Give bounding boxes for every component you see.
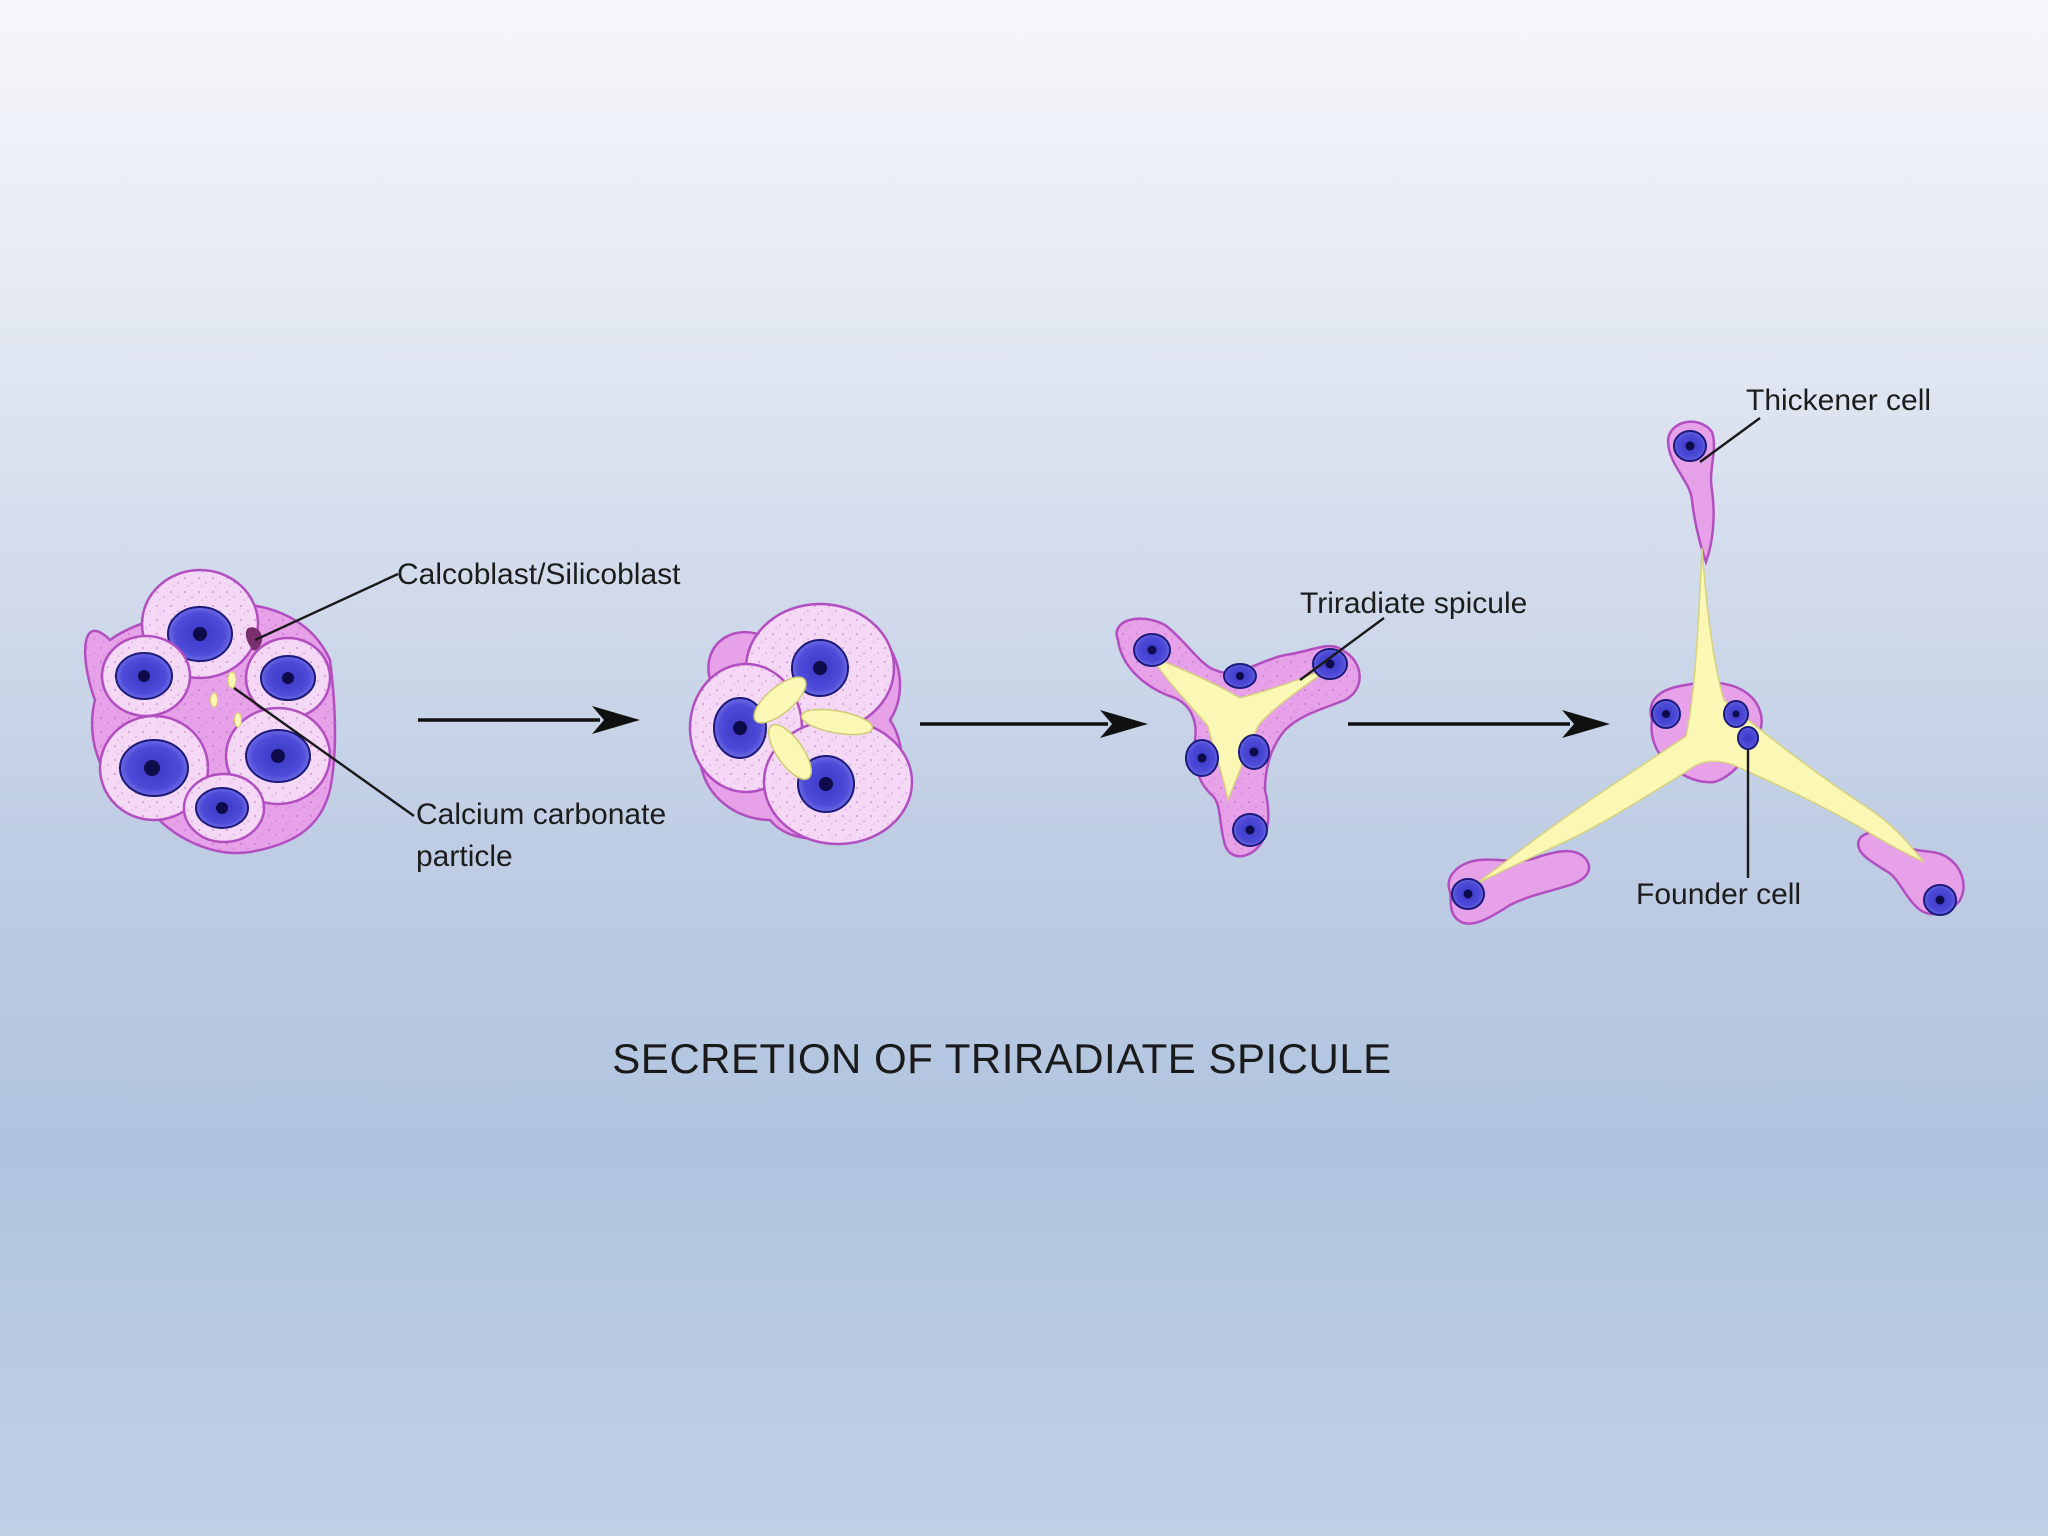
mature-spicule xyxy=(1475,547,1925,885)
label-calcoblast: Calcoblast/Silicoblast xyxy=(397,558,681,591)
arrow-2 xyxy=(920,710,1148,738)
thickener-leader xyxy=(1699,417,1761,463)
arrow-1 xyxy=(418,706,640,734)
calcium-carbonate-particle xyxy=(227,671,237,689)
calcium-leader xyxy=(233,687,415,817)
triradiate-spicule xyxy=(1147,654,1333,803)
stage-3-young-spicule xyxy=(1115,617,1361,858)
label-thickener-cell: Thickener cell xyxy=(1746,384,1931,417)
label-founder-cell: Founder cell xyxy=(1636,878,1801,911)
label-calcium-line1: Calcium carbonate xyxy=(416,798,666,831)
triradiate-leader xyxy=(1299,617,1385,681)
stage-4-mature-spicule xyxy=(1447,420,1965,925)
stage-2-cell-trio xyxy=(688,602,914,846)
spicule-rudiment xyxy=(753,676,807,724)
label-calcium-line2: particle xyxy=(416,840,513,873)
label-triradiate-spicule: Triradiate spicule xyxy=(1300,587,1527,620)
calcoblast-leader xyxy=(254,572,399,642)
arrow-3 xyxy=(1348,710,1610,738)
stage-1-cell-cluster xyxy=(83,568,337,855)
figure-caption: SECRETION OF TRIRADIATE SPICULE xyxy=(612,1035,1391,1082)
